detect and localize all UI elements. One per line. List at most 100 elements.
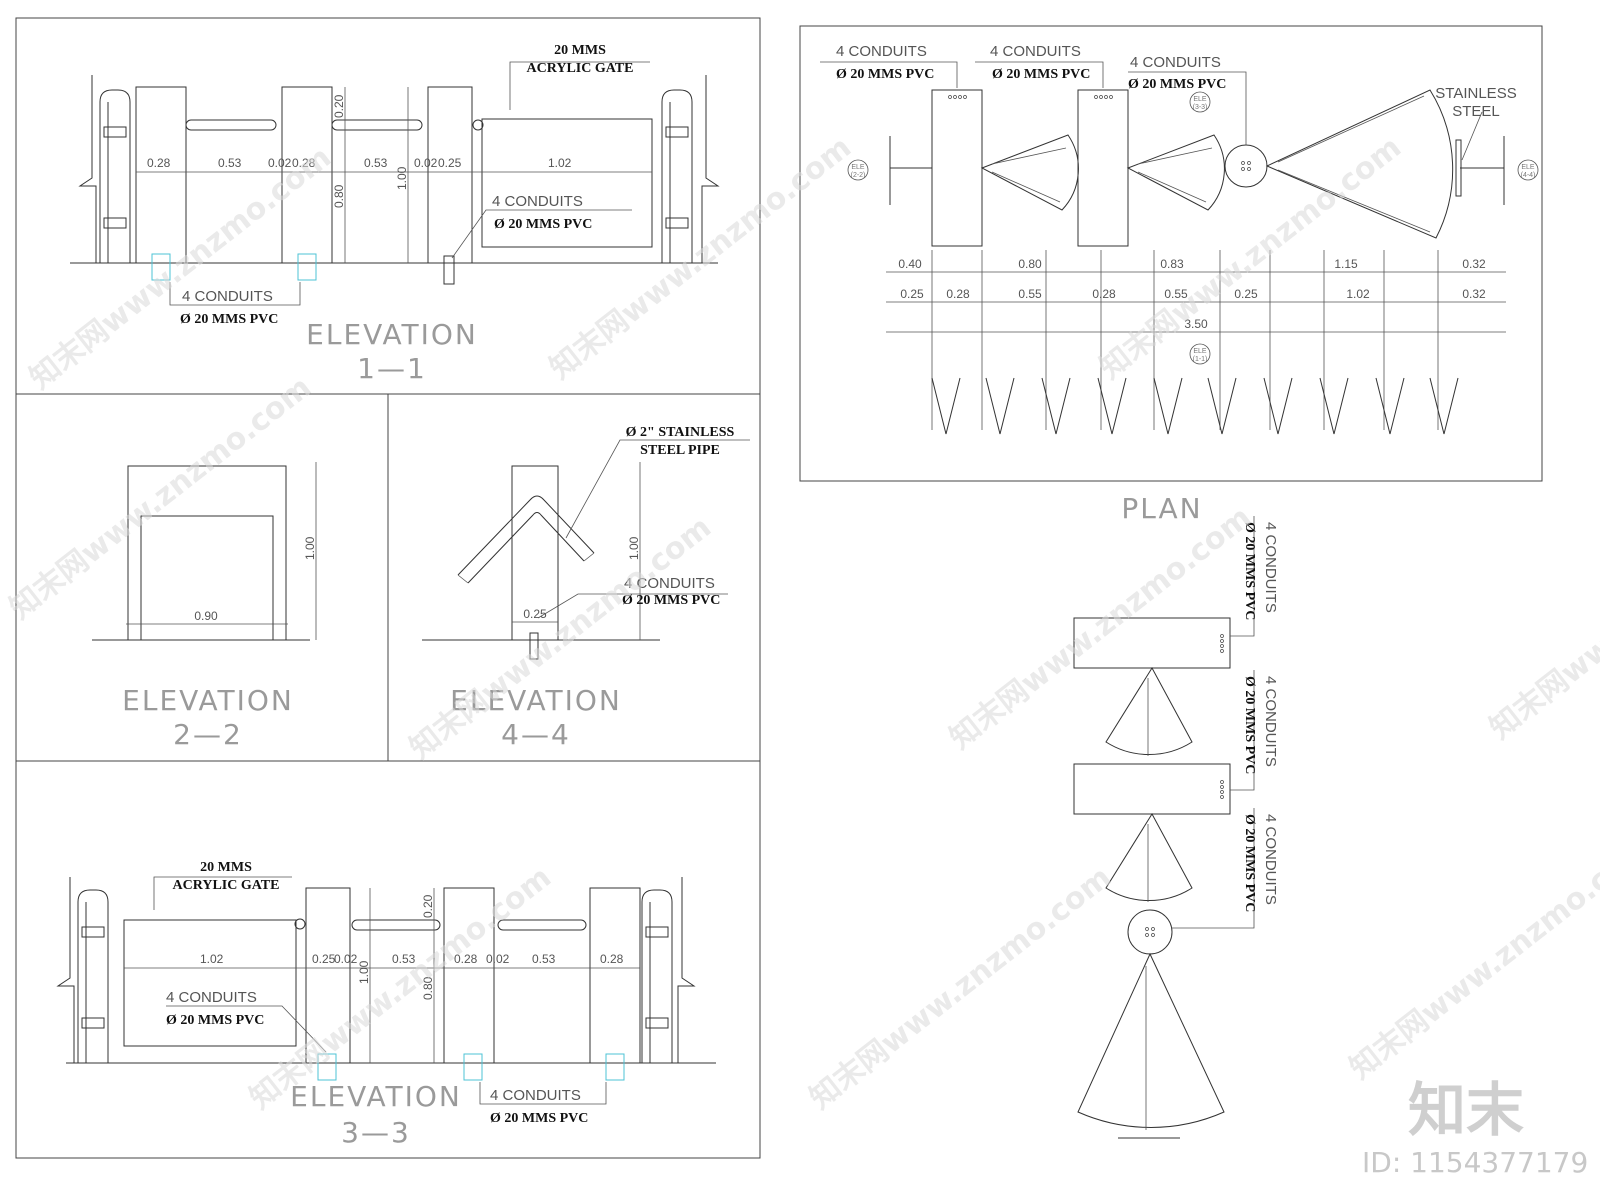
plan-note-3b: Ø 20 MMS PVC: [1128, 77, 1226, 92]
e11-conduit-left: [151, 253, 171, 281]
e11-gate-leader: [509, 61, 650, 110]
rplan-note-2b: Ø 20 MMS PVC: [1242, 814, 1257, 912]
e33-left-rail: [77, 889, 109, 1063]
e33-gate-hinge: [294, 918, 306, 930]
e33-post-3: [589, 887, 641, 1064]
e11-left-rail: [99, 89, 131, 263]
marker-m44-top: ELE: [1521, 164, 1535, 171]
plan-tripod-2-arm: [1137, 147, 1213, 165]
e33-title-num: 3—3: [341, 1116, 411, 1149]
plan-dim-extensions: [931, 250, 1439, 430]
e44-conduit-note-1: 4 CONDUITS: [624, 575, 715, 592]
e11-left-wall: [78, 75, 97, 263]
e11-title: ELEVATION: [306, 318, 478, 351]
plan-dim-total-label: 3.50: [1184, 317, 1208, 331]
rplan-cabinet-2: [1073, 763, 1231, 815]
watermark-7: 知末网www.znzmo.com: [243, 860, 558, 1117]
e33-bottom-conduit-2: Ø 20 MMS PVC: [490, 1111, 588, 1126]
e33-conduit-leader-bottom: [479, 1082, 607, 1105]
watermark-brand: 知末: [1408, 1076, 1524, 1144]
e11-dim-label-3: 0.28: [292, 156, 316, 170]
e44-conduit: [529, 632, 539, 660]
plan-dim-row1-2: 0.83: [1160, 257, 1184, 271]
panel-frames: [15, 17, 1543, 1159]
e33-dim-label-4: 0.28: [454, 952, 478, 966]
rplan-note-1b: Ø 20 MMS PVC: [1242, 676, 1257, 774]
rotated-plan-view: [1073, 516, 1255, 1139]
e11-gate-hinge: [472, 119, 484, 131]
plan-stainless-2: STEEL: [1452, 103, 1500, 120]
plan-pivot-drum: [1224, 144, 1268, 188]
e33-dim-label-5: 0.02: [486, 952, 510, 966]
plan-note-2b: Ø 20 MMS PVC: [992, 67, 1090, 82]
elevation-1-1: [70, 61, 720, 306]
e22-dim-width: 0.90: [194, 609, 218, 623]
e11-gate-label-1: 20 MMS: [554, 43, 606, 58]
plan-dim-row2-0: 0.25: [900, 287, 924, 301]
rplan-note-0b: Ø 20 MMS PVC: [1242, 522, 1257, 620]
e11-left-bracket-top: [103, 126, 127, 138]
e11-conduit-leader-bottom: [169, 282, 301, 306]
marker-m11-top: ELE: [1193, 348, 1207, 355]
plan-section-markers: [847, 91, 1539, 365]
e11-dim-vertical-1: 0.80: [332, 184, 346, 208]
watermark-5: 知末网www.znzmo.com: [943, 500, 1258, 757]
elevation-2-2: [92, 462, 317, 641]
e11-conduit-note-2: Ø 20 MMS PVC: [494, 217, 592, 232]
plan-stainless-1: STAINLESS: [1435, 85, 1516, 102]
e33-right-rail: [641, 889, 673, 1063]
plan-cabinet-2: [1077, 89, 1129, 247]
e11-dim-label-4: 0.53: [364, 156, 388, 170]
elevation-4-4: [422, 439, 750, 660]
e33-gate-label-1: 20 MMS: [200, 860, 252, 875]
rplan-leader-2: [1230, 670, 1255, 791]
plan-leader-3: [1128, 71, 1247, 145]
plan-frame: [799, 25, 1543, 482]
e33-conduit-note-2: Ø 20 MMS PVC: [166, 1013, 264, 1028]
e11-dim-label-7: 1.02: [548, 156, 572, 170]
e44-dim-height: 1.00: [627, 536, 641, 560]
e44-pipe-leader: [565, 439, 750, 539]
e33-conduit-note-1: 4 CONDUITS: [166, 989, 257, 1006]
e11-conduit-right: [297, 253, 317, 281]
e11-right-rail: [661, 89, 693, 263]
e11-conduit-leader-gate: [451, 209, 632, 259]
watermark-9: 知末网www.znzmo.com: [1343, 830, 1600, 1087]
e33-conduit-3: [605, 1053, 625, 1081]
plan-stainless-leader: [1461, 111, 1483, 161]
rplan-tripod-wedge-2: [1105, 813, 1193, 901]
e33-acrylic-gate: [123, 919, 297, 1047]
e44-tripod-arm-outer: [457, 495, 595, 576]
plan-tripod-wedge-1: [980, 134, 1079, 211]
marker-m33-bottom: (3-3): [1193, 104, 1208, 111]
plan-title: PLAN: [1121, 492, 1202, 525]
rplan-note-1a: 4 CONDUITS: [1262, 676, 1279, 767]
e11-bottom-conduit-2: Ø 20 MMS PVC: [180, 312, 278, 327]
e11-dim-label-2: 0.02: [268, 156, 292, 170]
e33-left-bracket-bottom: [81, 1017, 105, 1029]
e11-post-2: [281, 86, 333, 264]
marker-m22-bottom: (2-2): [851, 172, 866, 179]
e33-dim-label-7: 0.28: [600, 952, 624, 966]
e11-right-bracket-bottom: [665, 217, 689, 229]
e33-dim-label-1: 0.25: [312, 952, 336, 966]
e11-arm-1: [185, 119, 277, 131]
marker-m22-top: ELE: [851, 164, 865, 171]
watermark-3: 知末网www.znzmo.com: [3, 370, 318, 627]
e33-left-wall: [56, 877, 75, 1063]
watermark-id: ID: 1154377179: [1362, 1146, 1588, 1179]
e11-dim-vertical-2: 1.00: [395, 166, 409, 190]
plan-dim-row2-4: 0.55: [1164, 287, 1188, 301]
plan-tripod-wedge-2: [1126, 134, 1225, 211]
rplan-note-0a: 4 CONDUITS: [1262, 522, 1279, 613]
e44-pipe-label-1: Ø 2" STAINLESS: [626, 425, 735, 440]
e11-right-wall: [701, 75, 720, 263]
plan-note-1a: 4 CONDUITS: [836, 43, 927, 60]
e22-title-num: 2—2: [173, 718, 243, 751]
rplan-note-2a: 4 CONDUITS: [1262, 814, 1279, 905]
e33-left-bracket-top: [81, 926, 105, 938]
e33-right-bracket-top: [645, 926, 669, 938]
e44-conduit-note-2: Ø 20 MMS PVC: [622, 593, 720, 608]
e11-arm-2: [331, 119, 423, 131]
